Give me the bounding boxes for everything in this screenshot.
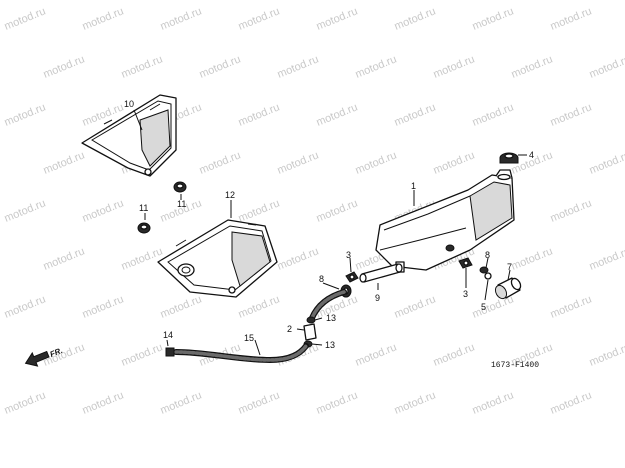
watermark-text: motod.ru	[3, 197, 48, 224]
watermark-text: motod.ru	[393, 101, 438, 128]
hose-clamp-part-8-right	[479, 266, 489, 274]
watermark-text: motod.ru	[120, 341, 165, 368]
callout-9: 9	[375, 293, 380, 303]
callout-8-right: 8	[485, 250, 490, 260]
watermark-text: motod.ru	[120, 245, 165, 272]
watermark-text: motod.ru	[354, 341, 399, 368]
watermark-text: motod.ru	[549, 293, 594, 320]
watermark-text: motod.ru	[354, 53, 399, 80]
watermark-text: motod.ru	[588, 149, 625, 176]
watermark-text: motod.ru	[471, 389, 516, 416]
watermark-text: motod.ru	[549, 389, 594, 416]
watermark-text: motod.ru	[432, 149, 477, 176]
callout-13-upper: 13	[326, 313, 336, 323]
watermark-layer: motod.ru motod.ru motod.ru motod.ru motod.ru…	[3, 5, 625, 416]
watermark-text: motod.ru	[120, 53, 165, 80]
callout-13-lower: 13	[325, 340, 335, 350]
callout-3-left: 3	[346, 250, 351, 260]
watermark-text: motod.ru	[198, 149, 243, 176]
reservoir-tank-part-1	[375, 169, 515, 273]
watermark-text: motod.ru	[81, 5, 126, 32]
clip-part-3-left	[345, 271, 359, 283]
watermark-text: motod.ru	[198, 53, 243, 80]
callout-10: 10	[124, 99, 134, 109]
watermark-text: motod.ru	[276, 149, 321, 176]
callout-11-left: 11	[139, 203, 148, 213]
watermark-text: motod.ru	[549, 5, 594, 32]
watermark-text: motod.ru	[315, 101, 360, 128]
watermark-text: motod.ru	[276, 53, 321, 80]
watermark-text: motod.ru	[3, 293, 48, 320]
watermark-text: motod.ru	[42, 245, 87, 272]
callout-3-right: 3	[463, 289, 468, 299]
watermark-text: motod.ru	[81, 293, 126, 320]
direction-label: FR.	[49, 346, 64, 359]
joint-pipe-part-9	[359, 263, 403, 283]
hose-clamp-part-13-upper	[306, 316, 316, 324]
watermark-text: motod.ru	[3, 101, 48, 128]
watermark-text: motod.ru	[237, 293, 282, 320]
watermark-text: motod.ru	[393, 293, 438, 320]
watermark-text: motod.ru	[315, 389, 360, 416]
side-box-part-12	[157, 219, 278, 298]
callout-8-left: 8	[319, 274, 324, 284]
short-hose	[309, 289, 347, 321]
callout-7: 7	[507, 262, 512, 272]
watermark-text: motod.ru	[510, 245, 555, 272]
watermark-text: motod.ru	[42, 149, 87, 176]
watermark-text: motod.ru	[549, 101, 594, 128]
watermark-text: motod.ru	[549, 197, 594, 224]
watermark-text: motod.ru	[81, 389, 126, 416]
watermark-text: motod.ru	[237, 101, 282, 128]
callout-5: 5	[481, 302, 486, 312]
callout-11-right: 11	[177, 199, 186, 209]
plug-part-14	[165, 347, 175, 357]
front-direction-arrow: FR.	[24, 346, 64, 367]
drain-hose-part-15	[173, 343, 309, 364]
watermark-text: motod.ru	[3, 389, 48, 416]
watermark-text: motod.ru	[237, 5, 282, 32]
callout-4: 4	[529, 150, 534, 160]
watermark-text: motod.ru	[432, 53, 477, 80]
watermark-text: motod.ru	[471, 5, 516, 32]
watermark-text: motod.ru	[42, 53, 87, 80]
joint-part-2	[303, 323, 317, 341]
callout-15: 15	[244, 333, 254, 343]
callout-14: 14	[163, 330, 173, 340]
watermark-text: motod.ru	[315, 5, 360, 32]
watermark-text: motod.ru	[159, 293, 204, 320]
figure-code: 1673-F1400	[491, 361, 539, 370]
watermark-text: motod.ru	[354, 149, 399, 176]
o-ring-part-5	[484, 272, 492, 280]
watermark-text: motod.ru	[315, 197, 360, 224]
leader-lines	[133, 109, 527, 356]
callout-12: 12	[225, 190, 235, 200]
watermark-text: motod.ru	[3, 5, 48, 32]
grommet-part-11-right	[173, 181, 187, 193]
watermark-text: motod.ru	[588, 341, 625, 368]
watermark-text: motod.ru	[159, 5, 204, 32]
watermark-text: motod.ru	[432, 341, 477, 368]
filler-cap-part-4	[499, 152, 519, 164]
side-cover-part-10	[81, 94, 177, 177]
watermark-text: motod.ru	[276, 245, 321, 272]
clip-part-3-right	[458, 257, 473, 269]
watermark-text: motod.ru	[510, 53, 555, 80]
watermark-text: motod.ru	[393, 5, 438, 32]
watermark-text: motod.ru	[159, 389, 204, 416]
watermark-text: motod.ru	[588, 245, 625, 272]
watermark-text: motod.ru	[588, 53, 625, 80]
callout-2: 2	[287, 324, 292, 334]
grommet-part-11-left	[137, 222, 151, 234]
boot-part-7	[494, 277, 522, 300]
watermark-text: motod.ru	[81, 197, 126, 224]
callout-1: 1	[411, 181, 416, 191]
watermark-text: motod.ru	[237, 197, 282, 224]
watermark-text: motod.ru	[471, 293, 516, 320]
watermark-text: motod.ru	[393, 389, 438, 416]
watermark-text: motod.ru	[471, 101, 516, 128]
watermark-text: motod.ru	[237, 389, 282, 416]
